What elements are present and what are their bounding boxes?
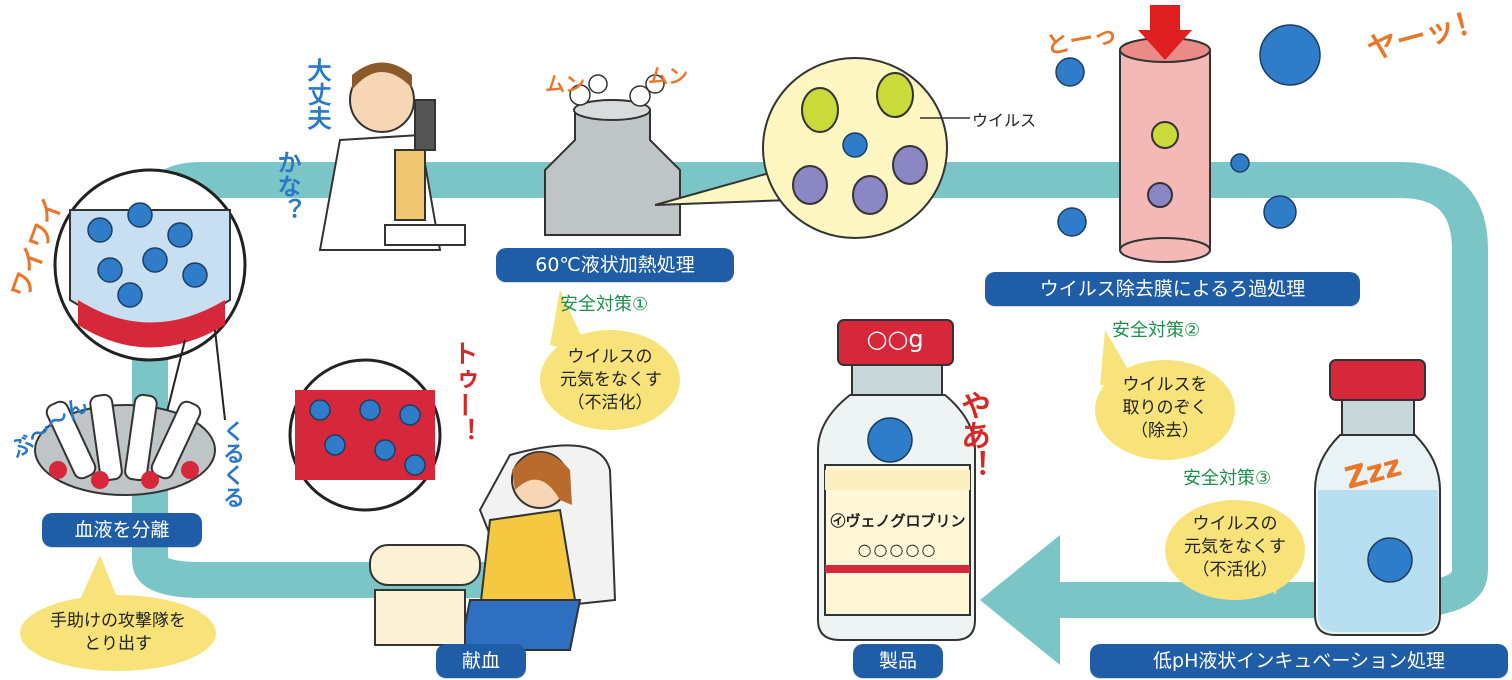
- bubble-separate-text: 手助けの攻撃隊を とり出す: [28, 610, 208, 656]
- heat-tank: [544, 74, 681, 236]
- bubble-filter-text: ウイルスを 取りのぞく （除去）: [1115, 374, 1215, 443]
- virus-callout-label: ウイルス: [972, 111, 1037, 130]
- sfx-munmun-1: ムン: [545, 72, 585, 96]
- sfx-tou: トゥー！: [448, 340, 478, 444]
- step-label-separate: 血液を分離: [42, 513, 202, 547]
- safety-label-1: 安全対策①: [560, 294, 649, 315]
- vial-product-name: ㋑ヴェノグロブリン: [830, 512, 966, 530]
- hero-characters-filter: [1055, 24, 1321, 237]
- filter-membrane: [1119, 5, 1211, 263]
- vial-cap-text: ○○g: [866, 325, 924, 353]
- step-label-lowph: 低pH液状インキュベーション処理: [1090, 644, 1508, 678]
- bubble-filter-line-3: （除去）: [1131, 421, 1199, 441]
- donor: [369, 444, 617, 651]
- centrifuge: [34, 393, 216, 496]
- product-vial: [817, 319, 976, 641]
- bubble-heat-line-1: ウイルスの: [567, 347, 653, 367]
- bubble-lowph-line-3: （不活化）: [1192, 560, 1278, 580]
- bubble-heat-line-3: （不活化）: [567, 393, 653, 413]
- step-label-heat: 60℃液状加熱処理: [496, 248, 734, 282]
- step-label-product: 製品: [853, 644, 943, 678]
- sfx-kurukuru: くるくる: [219, 420, 244, 508]
- separation-zoom: [53, 168, 247, 421]
- vial-dots: ○○○○○: [857, 540, 938, 559]
- sfx-daijoubu-1: 大丈夫: [303, 58, 331, 130]
- sfx-daijoubu-2: かな？: [273, 150, 301, 222]
- sfx-munmun-2: ムン: [648, 64, 688, 88]
- bubble-separate-line-1: 手助けの攻撃隊を: [50, 611, 186, 631]
- lowph-vial: [1314, 359, 1441, 636]
- safety-label-2: 安全対策②: [1112, 320, 1201, 341]
- bubble-lowph-text: ウイルスの 元気をなくす （不活化）: [1175, 513, 1295, 582]
- scientist-microscope: [318, 62, 466, 251]
- flow-arrow-head: [980, 535, 1060, 665]
- bubble-filter-line-1: ウイルスを: [1122, 375, 1208, 395]
- bubble-shapes: [20, 290, 1305, 671]
- sfx-yaa-product: やあ！: [955, 390, 990, 480]
- bubble-heat-line-2: 元気をなくす: [560, 370, 662, 390]
- bubble-lowph-line-1: ウイルスの: [1192, 514, 1278, 534]
- safety-label-3: 安全対策③: [1183, 468, 1272, 489]
- step-label-filter: ウイルス除去膜によるろ過処理: [985, 272, 1360, 306]
- bubble-separate-line-2: とり出す: [84, 634, 152, 654]
- bubble-heat-text: ウイルスの 元気をなくす （不活化）: [560, 346, 662, 415]
- bubble-filter-line-2: 取りのぞく: [1122, 398, 1208, 418]
- virus-cloud: [762, 57, 948, 239]
- bubble-lowph-line-2: 元気をなくす: [1184, 537, 1286, 557]
- blood-vessel-zoom: [288, 358, 442, 512]
- step-label-donate: 献血: [436, 644, 526, 678]
